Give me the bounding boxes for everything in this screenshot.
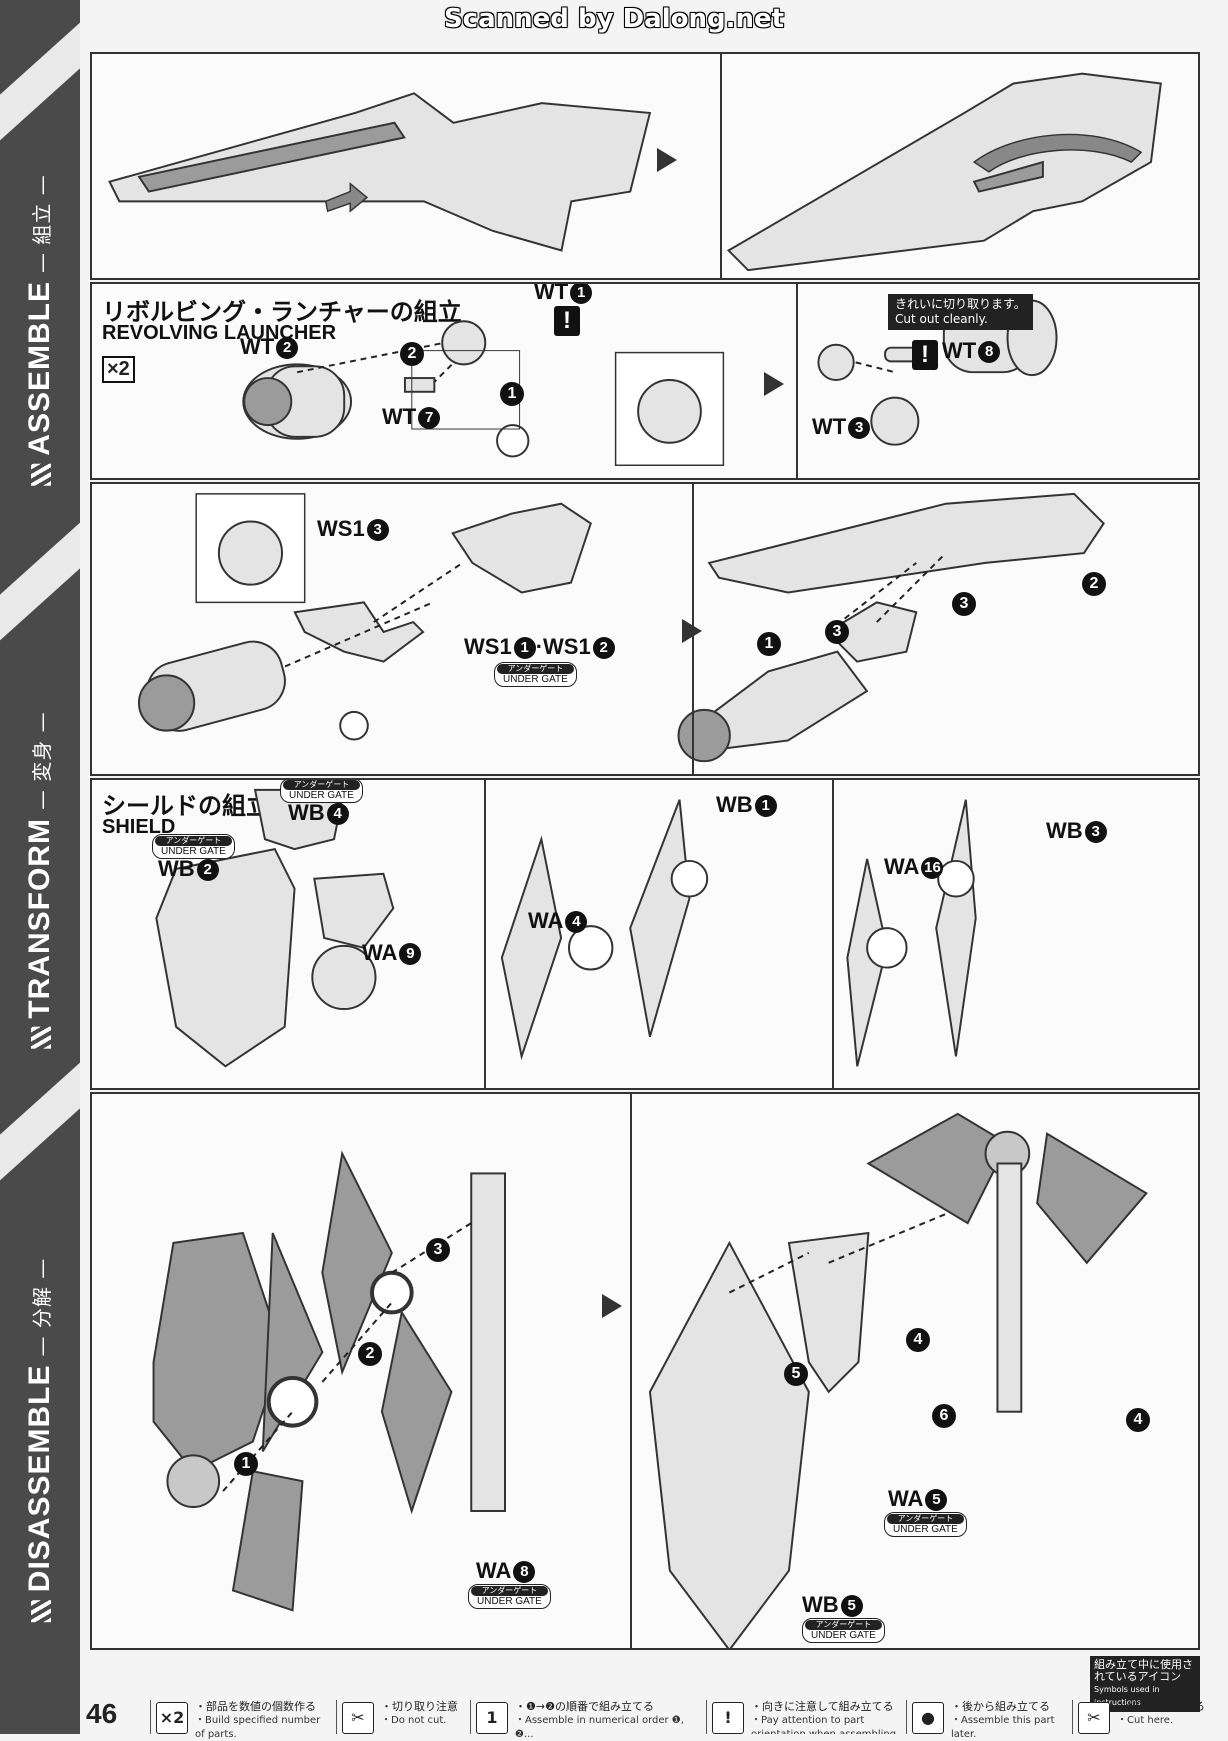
assemble-later-icon: ●	[912, 1702, 944, 1734]
step-number-badge: 2	[1082, 572, 1106, 596]
orientation-warning-icon: !	[712, 1702, 744, 1734]
legend-item-later: ● ・後から組み立てる・Assemble this part later.	[906, 1700, 1066, 1740]
orientation-warning-icon: !	[912, 340, 938, 370]
slashes-icon	[31, 463, 52, 486]
step-number-badge: 5	[784, 1362, 808, 1386]
step-number-badge: 6	[932, 1404, 956, 1428]
shield-assembly-illustration	[152, 1112, 1148, 1648]
step-number-badge: 2	[400, 342, 424, 366]
section-title-en: REVOLVING LAUNCHER	[102, 322, 337, 344]
panel-rifle-attach	[90, 52, 1200, 280]
launcher-parts-illustration	[242, 299, 1058, 466]
scan-credit-watermark: Scanned by Dalong.net	[443, 4, 785, 34]
panel-divider	[692, 484, 694, 774]
section-title-en: SHIELD	[102, 816, 176, 838]
launcher-mount-illustration	[137, 492, 1105, 763]
legend-item-numerical-order: 1 ・❶→❷の順番で組み立てる・Assemble in numerical or…	[470, 1700, 700, 1740]
section-title-jp: シールドの組立	[102, 792, 270, 820]
step-number-badge: 4	[1126, 1408, 1150, 1432]
slashes-icon	[31, 1026, 52, 1049]
legend-item-orientation: ! ・向きに注意して組み立てる・Pay attention to part or…	[706, 1700, 902, 1734]
panel-divider	[720, 54, 722, 278]
step-number-badge: 1	[234, 1452, 258, 1476]
step-number-badge: 3	[952, 592, 976, 616]
step-number-badge: 4	[906, 1328, 930, 1352]
step-number-badge: 3	[825, 620, 849, 644]
sidebar-stripe	[0, 7, 80, 147]
panel-divider	[796, 284, 798, 478]
step-number-badge: 1	[757, 632, 781, 656]
sidebar-stripe	[0, 507, 80, 647]
page-number: 46	[86, 1698, 118, 1729]
sidebar-label-assemble: ASSEMBLE— 組立 —	[23, 174, 57, 486]
cut-cleanly-callout: きれいに切り取ります。Cut out cleanly.	[888, 294, 1033, 330]
next-step-arrow-icon	[602, 1294, 622, 1318]
step-order-icon: 1	[476, 1702, 508, 1734]
cut-here-icon: ✂	[1078, 1702, 1110, 1734]
quantity-badge: ×2	[102, 356, 135, 383]
legend-item-multiple: ×2 ・部品を数値の個数作る・Build specified number of…	[150, 1700, 330, 1740]
next-step-arrow-icon	[657, 148, 677, 172]
orientation-warning-icon: !	[554, 306, 580, 336]
legend-item-do-not-cut: ✂ ・切り取り注意・Do not cut.	[336, 1700, 464, 1734]
sidebar-label-disassemble: DISASSEMBLE— 分解 —	[23, 1258, 57, 1623]
quantity-icon: ×2	[156, 1702, 188, 1734]
panel-revolving-launcher: リボルビング・ランチャーの組立 REVOLVING LAUNCHER ×2 WT…	[90, 282, 1200, 480]
section-sidebar: ASSEMBLE— 組立 — TRANSFORM— 変身 — DISASSEMB…	[0, 0, 80, 1734]
no-cut-icon: ✂	[342, 1702, 374, 1734]
sidebar-stripe	[0, 1047, 80, 1187]
next-step-arrow-icon	[764, 372, 784, 396]
panel-divider	[832, 780, 834, 1088]
section-title-jp: リボルビング・ランチャーの組立	[102, 298, 462, 326]
panel-divider	[630, 1094, 632, 1648]
step-number-badge: 3	[426, 1238, 450, 1262]
step-number-badge: 2	[358, 1342, 382, 1366]
shield-parts-illustration	[155, 788, 977, 1068]
panel-divider	[484, 780, 486, 1088]
sidebar-label-transform: TRANSFORM— 変身 —	[23, 711, 57, 1049]
rifle-illustration	[108, 72, 1162, 272]
step-number-badge: 1	[500, 382, 524, 406]
legend-item-cut-here: ✂ ・切り取るところ・Cut here.	[1072, 1700, 1212, 1734]
slashes-icon	[31, 1600, 52, 1623]
